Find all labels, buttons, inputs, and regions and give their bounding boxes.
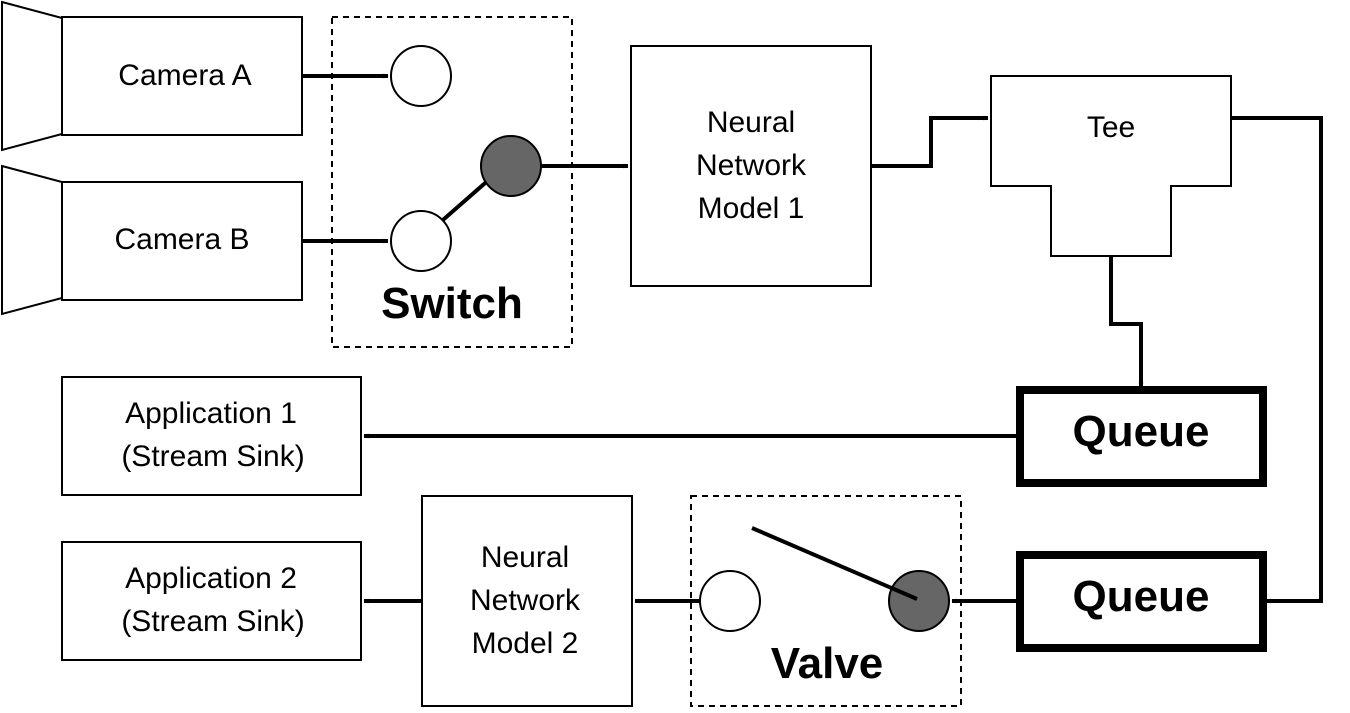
camera-b-box <box>61 181 303 301</box>
arrow-tee-to-queue-1 <box>1109 256 1144 388</box>
arrow-nn1-to-tee <box>871 115 989 168</box>
nn-model-1-line-2: Network <box>696 149 807 182</box>
camera-a-lens-icon <box>1 0 63 152</box>
camera-b-lens-icon <box>1 164 63 316</box>
nn-model-1: Neural Network Model 1 <box>630 45 872 287</box>
queue-2-box <box>1016 551 1267 652</box>
application-1-line-1: Application 1 <box>125 397 297 430</box>
camera-a-label: Camera A <box>118 59 251 92</box>
nn-model-2-box <box>421 495 633 707</box>
nn-model-2-line-2: Network <box>470 584 581 617</box>
tee-label: Tee <box>1087 111 1135 144</box>
nn-model-2: Neural Network Model 2 <box>421 495 633 707</box>
valve-group: Valve <box>690 495 962 707</box>
queue-1-box <box>1016 386 1267 487</box>
switch-label: Switch <box>381 279 523 328</box>
application-2-box <box>61 541 362 661</box>
connectors <box>302 73 1323 604</box>
queue-2-label: Queue <box>1073 572 1210 621</box>
nn-model-2-line-3: Model 2 <box>472 627 579 660</box>
nn-model-1-line-1: Neural <box>707 106 795 139</box>
valve-output-node <box>699 570 761 632</box>
tee: Tee <box>990 75 1232 257</box>
switch-output-node <box>480 135 542 197</box>
camera-a: Camera A <box>1 0 303 152</box>
switch-group: Switch <box>331 16 573 348</box>
arrow-tee-to-queue-2 <box>1231 116 1323 604</box>
tee-shape <box>990 75 1232 257</box>
application-1-line-2: (Stream Sink) <box>121 440 304 473</box>
application-1-box <box>61 376 362 496</box>
camera-b-label: Camera B <box>114 223 249 256</box>
switch-input-a-node <box>390 45 452 107</box>
camera-b: Camera B <box>1 164 303 316</box>
nn-model-1-box <box>630 45 872 287</box>
valve-label: Valve <box>771 639 884 688</box>
camera-a-box <box>61 16 303 136</box>
application-2-line-2: (Stream Sink) <box>121 605 304 638</box>
switch-input-b-node <box>390 210 452 272</box>
queue-1: Queue <box>1016 386 1267 487</box>
nn-model-2-line-1: Neural <box>481 541 569 574</box>
application-2-line-1: Application 2 <box>125 562 297 595</box>
valve-input-node <box>888 570 950 632</box>
nn-model-1-line-3: Model 1 <box>698 192 805 225</box>
queue-2: Queue <box>1016 551 1267 652</box>
application-2: Application 2 (Stream Sink) <box>61 541 362 661</box>
queue-1-label: Queue <box>1073 407 1210 456</box>
valve-lever <box>751 526 918 601</box>
application-1: Application 1 (Stream Sink) <box>61 376 362 496</box>
